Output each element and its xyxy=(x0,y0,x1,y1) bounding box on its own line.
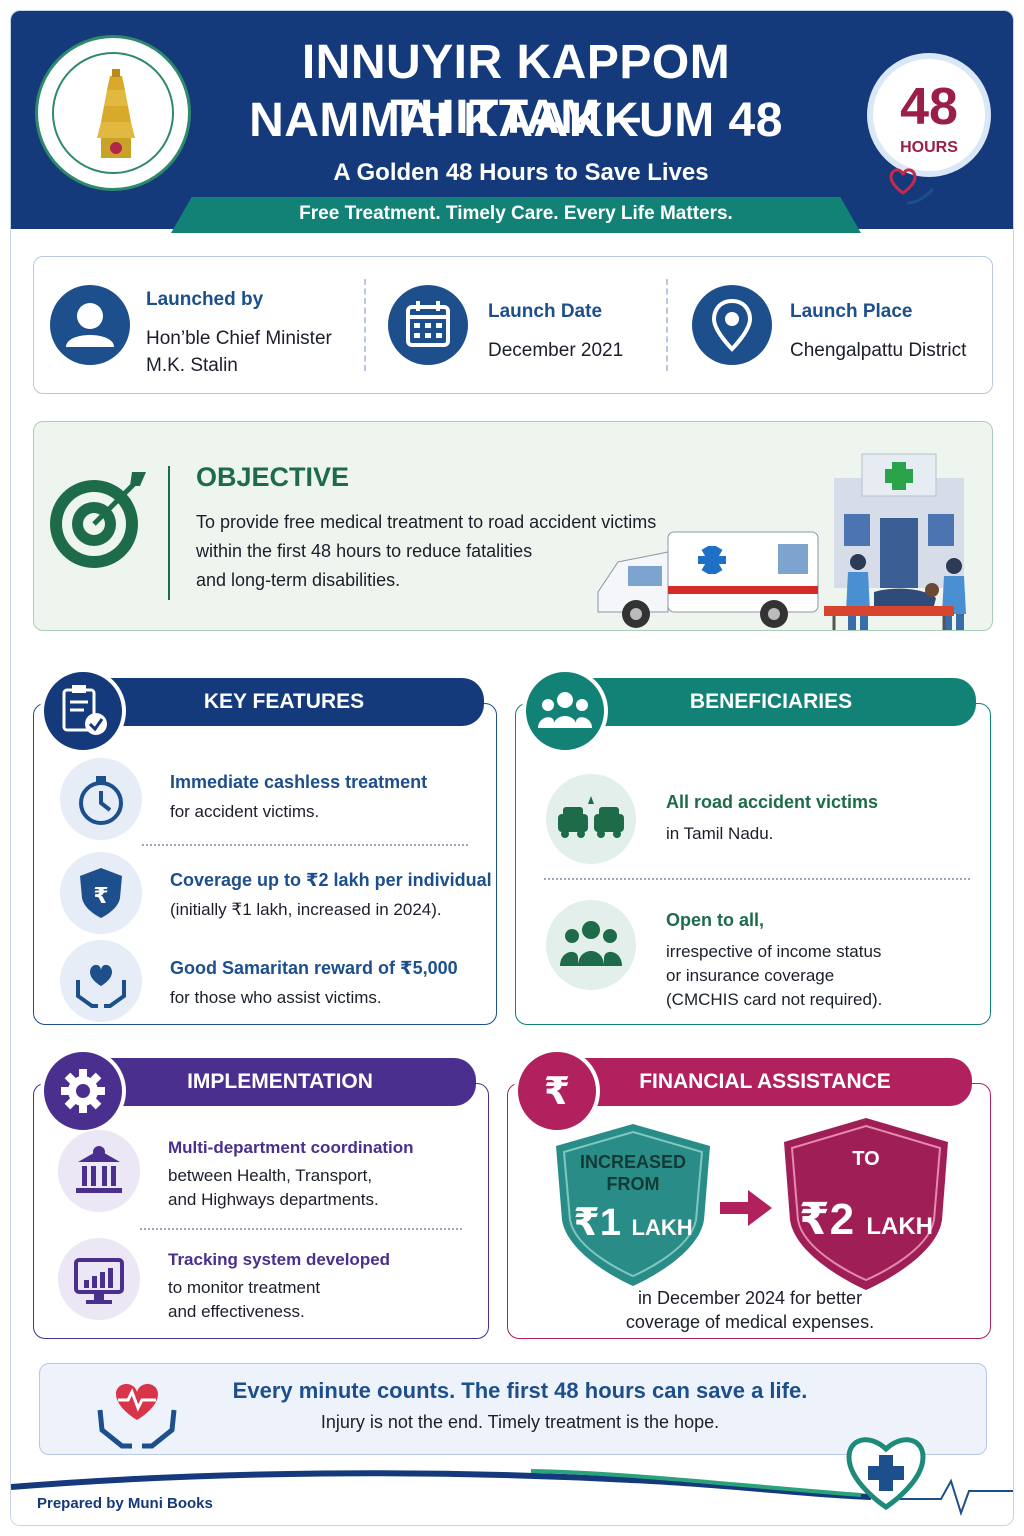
beneficiary-2-text1: irrespective of income status xyxy=(666,942,882,961)
launch-place-value: Chengalpattu District xyxy=(790,340,967,361)
clipboard-check-icon xyxy=(40,668,126,754)
people-icon xyxy=(546,900,636,990)
implementation-card: IMPLEMENTATION Multi-department coordina… xyxy=(33,1048,489,1339)
launch-place-label: Launch Place xyxy=(790,301,913,322)
to-label: TO xyxy=(852,1148,880,1170)
stopwatch-icon xyxy=(60,758,142,840)
heart-cross-icon xyxy=(846,1437,926,1510)
svg-text:₹: ₹ xyxy=(544,1069,570,1113)
beneficiaries-card: BENEFICIARIES All road accident victims … xyxy=(515,668,991,1025)
feature-1-title: Immediate cashless treatment xyxy=(170,772,428,792)
beneficiary-1-title: All road accident victims xyxy=(666,792,879,812)
implementation-1-text2: and Highways departments. xyxy=(168,1190,379,1209)
feature-2-text: (initially ₹1 lakh, increased in 2024). xyxy=(170,900,442,919)
beneficiaries-title: BENEFICIARIES xyxy=(566,678,976,726)
implementation-1-text1: between Health, Transport, xyxy=(168,1166,373,1185)
launch-info-card: Launched by Hon’ble Chief Minister M.K. … xyxy=(33,256,993,394)
title-line1: INNUYIR KAPPOM THITTAM – xyxy=(301,36,731,144)
target-icon xyxy=(50,472,146,568)
implementation-title: IMPLEMENTATION xyxy=(84,1058,476,1106)
tagline-bar: Free Treatment. Timely Care. Every Life … xyxy=(171,197,861,233)
financial-note-line2: coverage of medical expenses. xyxy=(625,1312,875,1332)
from-label2: FROM xyxy=(606,1174,660,1194)
banner-line1: Every minute counts. The first 48 hours … xyxy=(232,1378,808,1403)
feature-3-title: Good Samaritan reward of ₹5,000 xyxy=(170,958,458,978)
gopuram-icon xyxy=(97,69,135,158)
from-amount: ₹1 LAKH xyxy=(573,1202,693,1244)
financial-assistance-card: FINANCIAL ASSISTANCE ₹ INCREASED FROM ₹1… xyxy=(507,1048,991,1339)
gear-icon xyxy=(40,1048,126,1134)
infographic-page: INNUYIR KAPPOM THITTAM – NAMMAI KAAKKUM … xyxy=(10,10,1014,1526)
implementation-1-title: Multi-department coordination xyxy=(168,1138,414,1157)
rupee-shield-icon: ₹ xyxy=(60,852,142,934)
government-seal xyxy=(35,35,191,191)
to-amount-shield: TO ₹2 LAKH xyxy=(776,1114,956,1294)
car-crash-icon xyxy=(546,774,636,864)
implementation-2-text1: to monitor treatment xyxy=(168,1278,321,1297)
implementation-2-title: Tracking system developed xyxy=(168,1250,391,1269)
hospital-illustration xyxy=(834,453,964,588)
launched-by-line1: Hon’ble Chief Minister xyxy=(146,328,332,349)
heart-hands-pulse-icon xyxy=(97,1383,177,1449)
to-amount: ₹2 LAKH xyxy=(799,1195,933,1244)
location-pin-icon xyxy=(692,285,772,365)
feature-1-text: for accident victims. xyxy=(170,802,320,821)
launched-by-line2: M.K. Stalin xyxy=(146,355,238,376)
title-line2: NAMMAI KAAKKUM 48 xyxy=(249,94,783,147)
person-icon xyxy=(50,285,130,365)
launch-date-label: Launch Date xyxy=(488,301,603,322)
beneficiary-2-title: Open to all, xyxy=(666,910,765,930)
calendar-icon xyxy=(388,285,468,365)
badge-number: 48 xyxy=(900,78,958,136)
objective-text: To provide free medical treatment to roa… xyxy=(196,512,657,590)
monitor-chart-icon xyxy=(58,1238,140,1320)
rupee-icon: ₹ xyxy=(514,1048,600,1134)
closing-banner: Every minute counts. The first 48 hours … xyxy=(39,1363,987,1455)
heart-hand-icon xyxy=(889,168,935,205)
banner-line2: Injury is not the end. Timely treatment … xyxy=(320,1412,720,1432)
launched-by-label: Launched by xyxy=(146,289,264,310)
feature-2-title: Coverage up to ₹2 lakh per individual xyxy=(170,870,492,890)
feature-3-text: for those who assist victims. xyxy=(170,988,382,1007)
key-features-card: KEY FEATURES Immediate cashless treatmen… xyxy=(33,668,497,1025)
objective-card: OBJECTIVE To provide free medical treatm… xyxy=(33,421,993,631)
beneficiary-2-text2: or insurance coverage xyxy=(666,966,835,985)
subtitle: A Golden 48 Hours to Save Lives xyxy=(333,159,709,186)
government-building-icon xyxy=(58,1130,140,1212)
header: INNUYIR KAPPOM THITTAM – NAMMAI KAAKKUM … xyxy=(11,11,1013,229)
objective-title: OBJECTIVE xyxy=(196,462,350,492)
ambulance-illustration xyxy=(597,531,819,628)
from-label1: INCREASED xyxy=(579,1152,686,1172)
from-amount-shield: INCREASED FROM ₹1 LAKH xyxy=(548,1120,718,1290)
implementation-2-text2: and effectiveness. xyxy=(168,1302,305,1321)
paramedics-illustration xyxy=(824,554,966,630)
arrow-right-icon xyxy=(720,1190,772,1226)
svg-text:₹: ₹ xyxy=(93,884,108,909)
beneficiary-2-text3: (CMCHIS card not required). xyxy=(666,990,883,1009)
footer-credit: Prepared by Muni Books xyxy=(37,1495,213,1512)
key-features-title: KEY FEATURES xyxy=(84,678,484,726)
financial-assistance-title: FINANCIAL ASSISTANCE xyxy=(558,1058,972,1106)
footer-wave xyxy=(11,1469,1013,1525)
heart-hands-icon xyxy=(60,940,142,1022)
launch-date-value: December 2021 xyxy=(488,340,624,361)
group-icon xyxy=(522,668,608,754)
badge-label: HOURS xyxy=(900,139,958,156)
financial-note-line1: in December 2024 for better xyxy=(637,1288,863,1308)
48-hours-badge: 48 HOURS xyxy=(859,53,1009,221)
beneficiary-1-text: in Tamil Nadu. xyxy=(666,824,774,843)
